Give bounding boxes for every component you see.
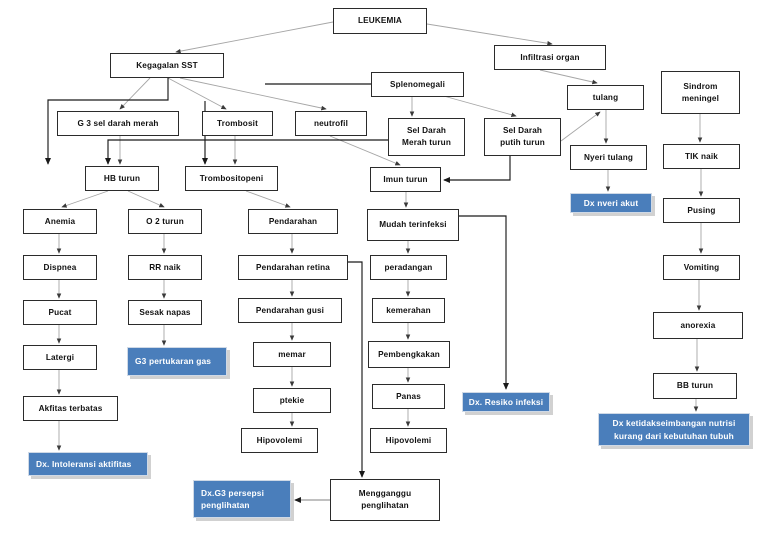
node-label-pend_gusi: Pendarahan gusi (255, 305, 325, 315)
node-label-dx_nyeri_akut: Dx nveri akut (583, 197, 639, 208)
node-label-neutrofil: neutrofil (313, 118, 349, 128)
node-label-o2_turun: O 2 turun (146, 216, 184, 226)
node-latergi[interactable]: Latergi (23, 345, 97, 370)
node-pendarahan[interactable]: Pendarahan (248, 209, 338, 234)
node-label-pucat: Pucat (48, 307, 72, 317)
node-label-trombosit: Trombosit (217, 118, 258, 128)
node-label-pembengkakan: Pembengkakan (378, 349, 440, 359)
node-anorexia[interactable]: anorexia (653, 312, 743, 339)
node-kegagalan_sst[interactable]: Kegagalan SST (110, 53, 224, 78)
node-dx_nyeri_akut[interactable]: Dx nveri akut (570, 193, 652, 213)
node-trombosit[interactable]: Trombosit (202, 111, 273, 136)
node-label-peradangan: peradangan (384, 262, 433, 272)
node-pembengkakan[interactable]: Pembengkakan (368, 341, 450, 368)
node-trombositopeni[interactable]: Trombositopeni (185, 166, 278, 191)
node-dx_intoleransi[interactable]: Dx. Intoleransi aktifitas (28, 452, 148, 476)
node-memar[interactable]: memar (253, 342, 331, 367)
node-label-akfitas: Akfitas terbatas (38, 403, 103, 413)
node-label-pusing: Pusing (687, 205, 716, 215)
node-label-imun_turun: Imun turun (383, 174, 428, 184)
node-label-dx_resiko: Dx. Resiko infeksi (468, 396, 544, 407)
node-neutrofil[interactable]: neutrofil (295, 111, 367, 136)
node-sesak_napas[interactable]: Sesak napas (128, 300, 202, 325)
node-label-infiltrasi: Infiltrasi organ (520, 52, 580, 62)
node-label-hipovolemi_b: Hipovolemi (385, 435, 432, 445)
node-label-anemia: Anemia (44, 216, 76, 226)
node-imun_turun[interactable]: Imun turun (370, 167, 441, 192)
node-ptekie[interactable]: ptekie (253, 388, 331, 413)
node-label-pendarahan: Pendarahan (268, 216, 318, 226)
node-label-ptekie: ptekie (279, 395, 305, 405)
node-label-leukemia: LEUKEMIA (358, 16, 402, 26)
node-pend_gusi[interactable]: Pendarahan gusi (238, 298, 342, 323)
node-label-splenomegali: Splenomegali (389, 79, 446, 89)
node-label-dx_intoleransi: Dx. Intoleransi aktifitas (36, 458, 132, 469)
node-label-anorexia: anorexia (680, 320, 716, 330)
node-splenomegali[interactable]: Splenomegali (371, 72, 464, 97)
node-kemerahan[interactable]: kemerahan (372, 298, 445, 323)
node-label-kemerahan: kemerahan (386, 305, 431, 315)
node-leukemia[interactable]: LEUKEMIA (333, 8, 427, 34)
node-label-bb_turun: BB turun (676, 381, 714, 391)
node-label-dx_pertukaran: G3 pertukaran gas (135, 356, 212, 367)
node-hipovolemi_a[interactable]: Hipovolemi (241, 428, 318, 453)
node-label-hb_turun: HB turun (103, 173, 141, 183)
node-infiltrasi[interactable]: Infiltrasi organ (494, 45, 606, 70)
node-panas[interactable]: Panas (372, 384, 445, 409)
node-tik_naik[interactable]: TIK naik (663, 144, 740, 169)
node-label-nyeri_tulang: Nyeri tulang (583, 152, 634, 162)
node-tulang[interactable]: tulang (567, 85, 644, 110)
node-label-panas: Panas (396, 391, 421, 401)
node-label-vomiting: Vomiting (683, 262, 720, 272)
node-peradangan[interactable]: peradangan (370, 255, 447, 280)
node-nyeri_tulang[interactable]: Nyeri tulang (570, 145, 647, 170)
node-g3_sel_merah[interactable]: G 3 sel darah merah (57, 111, 179, 136)
node-label-hipovolemi_a: Hipovolemi (256, 435, 303, 445)
node-pucat[interactable]: Pucat (23, 300, 97, 325)
node-vomiting[interactable]: Vomiting (663, 255, 740, 280)
node-pend_retina[interactable]: Pendarahan retina (238, 255, 348, 280)
node-label-latergi: Latergi (45, 352, 75, 362)
node-anemia[interactable]: Anemia (23, 209, 97, 234)
node-pusing[interactable]: Pusing (663, 198, 740, 223)
node-label-rr_naik: RR naik (149, 262, 181, 272)
node-bb_turun[interactable]: BB turun (653, 373, 737, 399)
node-label-tulang: tulang (592, 92, 619, 102)
node-label-dispnea: Dispnea (43, 262, 77, 272)
node-label-trombositopeni: Trombositopeni (199, 173, 264, 183)
node-label-g3_sel_merah: G 3 sel darah merah (77, 118, 159, 128)
node-label-sesak_napas: Sesak napas (139, 307, 191, 317)
node-o2_turun[interactable]: O 2 turun (128, 209, 202, 234)
node-hipovolemi_b[interactable]: Hipovolemi (370, 428, 447, 453)
node-label-mudah_infeksi: Mudah terinfeksi (379, 220, 447, 230)
node-akfitas[interactable]: Akfitas terbatas (23, 396, 118, 421)
node-dispnea[interactable]: Dispnea (23, 255, 97, 280)
node-dx_pertukaran[interactable]: G3 pertukaran gas (127, 347, 227, 376)
node-dx_resiko[interactable]: Dx. Resiko infeksi (462, 392, 550, 412)
node-label-tik_naik: TIK naik (684, 151, 719, 161)
node-label-kegagalan_sst: Kegagalan SST (136, 60, 198, 70)
node-label-memar: memar (278, 349, 306, 359)
node-label-pend_retina: Pendarahan retina (256, 262, 330, 272)
node-rr_naik[interactable]: RR naik (128, 255, 202, 280)
node-mudah_infeksi[interactable]: Mudah terinfeksi (367, 209, 459, 241)
node-hb_turun[interactable]: HB turun (85, 166, 159, 191)
